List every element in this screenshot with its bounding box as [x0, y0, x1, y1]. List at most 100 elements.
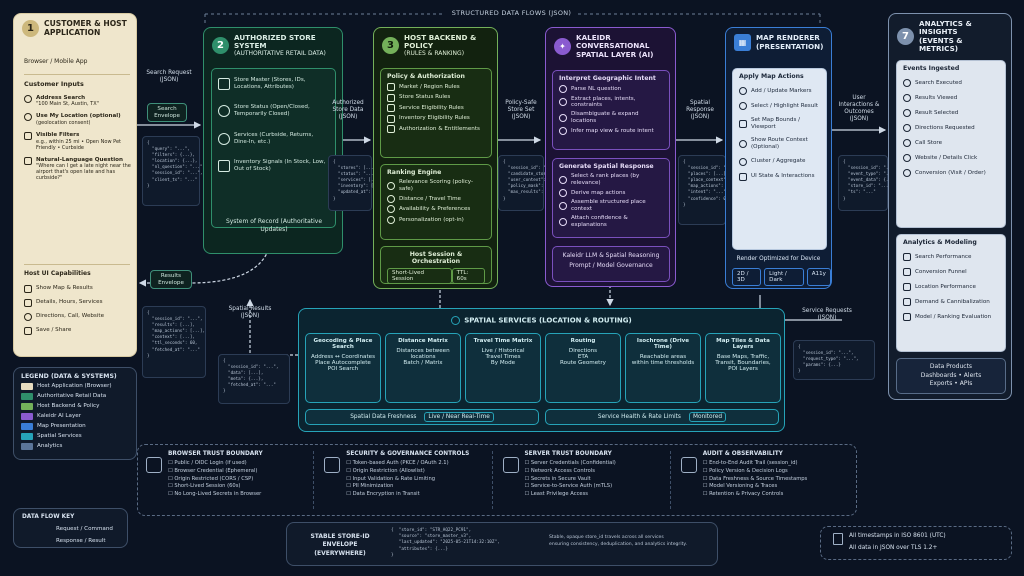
option-2d3d[interactable]: 2D / 3D [732, 268, 762, 286]
checkbox-icon: ☐ [702, 460, 710, 466]
demand-icon [903, 298, 911, 306]
shield-lock-icon [324, 457, 341, 473]
checkbox-icon: ☐ [702, 491, 710, 498]
input-title: Visible Filters [36, 131, 80, 138]
results-envelope-pill: Results Envelope [150, 270, 192, 290]
globe-icon [451, 316, 461, 325]
legend-item: Authoritative Retail Data [21, 393, 129, 400]
data-flow-key: DATA FLOW KEY Request / Command Response… [13, 508, 128, 548]
checkbox-icon [387, 93, 395, 102]
inventory-item: Inventory Signals (In Stock, Low, Out of… [218, 159, 329, 172]
event-item: Directions Requested [903, 124, 999, 132]
generate-item: Attach confidence & explanations [559, 215, 663, 228]
map-actions-box: Apply Map Actions Add / Update Markers S… [732, 68, 827, 250]
cap-directions[interactable]: Directions, Call, Website [24, 312, 134, 321]
policy-item: Inventory Eligibility Rules [387, 114, 485, 123]
item-label: Inventory Signals (In Stock, Low, Out of… [234, 159, 326, 172]
star-icon [387, 181, 395, 190]
filter-icon [24, 131, 32, 140]
generate-item: Assemble structured place context [559, 199, 663, 212]
expand-icon [559, 114, 567, 123]
events-heading: Events Ingested [903, 65, 960, 72]
data-products-line2: Dashboards • Alerts [920, 371, 982, 379]
person-icon [387, 215, 395, 224]
checkbox-icon: ☐ [524, 467, 531, 474]
panel-title: KALEIDR CONVERSATIONAL [576, 33, 650, 51]
checkbox-icon: ☐ [702, 483, 710, 490]
key-title: DATA FLOW KEY [22, 514, 75, 520]
item-label: Store Status (Open/Closed, Temporarily C… [234, 104, 310, 118]
legend-swatch [21, 413, 33, 420]
step-number: 1 [22, 20, 39, 38]
info-icon [24, 298, 32, 307]
directions-icon [903, 124, 911, 132]
audit-icon [680, 457, 697, 473]
freshness-value: Live / Near Real-Time [424, 412, 494, 422]
checkbox-icon: ☐ [524, 491, 531, 498]
cap-save[interactable]: Save / Share [24, 326, 134, 335]
intent-item: Disambiguate & expand locations [559, 111, 663, 124]
trust-column: SERVER TRUST BOUNDARY ☐ Server Credential… [502, 451, 671, 509]
action-item: Show Route Context (Optional) [739, 137, 820, 150]
spatial-title: SPATIAL SERVICES (LOCATION & ROUTING) [464, 316, 632, 325]
checkbox-icon: ☐ [702, 475, 710, 482]
option-a11y[interactable]: A11y [806, 268, 831, 286]
checkbox-icon [387, 83, 395, 91]
generate-item: Select & rank places (by relevance) [559, 173, 663, 186]
event-item: Search Executed [903, 79, 999, 87]
intent-item: Infer map view & route intent [559, 127, 663, 136]
input-nl-question[interactable]: Natural-Language Question"Where can I ge… [24, 156, 134, 181]
intent-item: Extract places, intents, constraints [559, 96, 663, 109]
customer-host-panel: 1 CUSTOMER & HOST APPLICATION Browser / … [13, 13, 137, 357]
generate-heading: Generate Spatial Response [559, 163, 654, 170]
person-icon [146, 457, 162, 473]
note-timestamps: All timestamps in ISO 8601 (UTC) [849, 533, 946, 539]
option-theme[interactable]: Light / Dark [764, 268, 804, 286]
spatial-title-row: SPATIAL SERVICES (LOCATION & ROUTING) [299, 316, 784, 325]
model-item: Conversion Funnel [903, 268, 999, 276]
backend-policy-panel: 3 HOST BACKEND & POLICY(RULES & RANKING)… [373, 27, 498, 289]
chat-icon [24, 156, 32, 165]
checkbox-icon: ☐ [524, 483, 531, 490]
policy-item: Market / Region Rules [387, 83, 485, 91]
legend-swatch [21, 393, 33, 400]
policy-item: Authorization & Entitlements [387, 125, 485, 133]
highlight-icon [739, 102, 747, 110]
policy-box: Policy & Authorization Market / Region R… [380, 68, 492, 158]
search-envelope-pill: Search Envelope [147, 103, 187, 123]
cap-details[interactable]: Details, Hours, Services [24, 298, 134, 307]
llm-label: Kaleidr LLM & Spatial Reasoning [562, 252, 660, 259]
modeling-heading: Analytics & Modeling [903, 239, 977, 246]
json-search-request: { "query": "...", "filters": {...}, "loc… [142, 136, 205, 206]
interactions-label: User Interactions & Outcomes (JSON) [838, 95, 880, 122]
trust-item: ☐ Input Validation & Rate Limiting [346, 475, 436, 482]
legend-title: LEGEND (DATA & SYSTEMS) [21, 373, 117, 380]
panel-title: AUTHORIZED STORE SYSTEM [234, 33, 316, 51]
cap-map[interactable]: Show Map & Results [24, 284, 134, 293]
trust-heading: SERVER TRUST BOUNDARY [524, 451, 612, 457]
model-item: Location Performance [903, 283, 999, 291]
trust-item: ☐ Server Credentials (Confidential) [524, 460, 616, 466]
phone-icon [903, 139, 911, 147]
legend-swatch [21, 443, 33, 450]
panel-title-sub: (PRESENTATION) [756, 41, 824, 51]
checkbox-icon: ☐ [524, 460, 531, 466]
stable-desc: Stable, opaque store_id travels across a… [549, 535, 664, 540]
search-icon [24, 94, 32, 103]
action-item: Add / Update Markers [739, 87, 820, 95]
freshness-label: Spatial Data Freshness [350, 414, 417, 420]
funnel-icon [903, 268, 911, 276]
checkbox-icon: ☐ [168, 483, 175, 490]
trust-item: ☐ End-to-End Audit Trail (session_id) [702, 460, 798, 466]
location-pin-icon [24, 113, 32, 122]
legend-label: Authoritative Retail Data [37, 393, 107, 400]
checkbox-icon [387, 114, 395, 123]
input-location[interactable]: Use My Location (optional)(geolocation c… [24, 113, 134, 126]
input-address[interactable]: Address Search"100 Main St, Austin, TX" [24, 94, 134, 107]
input-title: Address Search [36, 94, 86, 101]
context-icon [559, 202, 567, 211]
system-of-record: System of Record (Authoritative Updates) [225, 218, 323, 233]
eye-icon [903, 94, 911, 102]
